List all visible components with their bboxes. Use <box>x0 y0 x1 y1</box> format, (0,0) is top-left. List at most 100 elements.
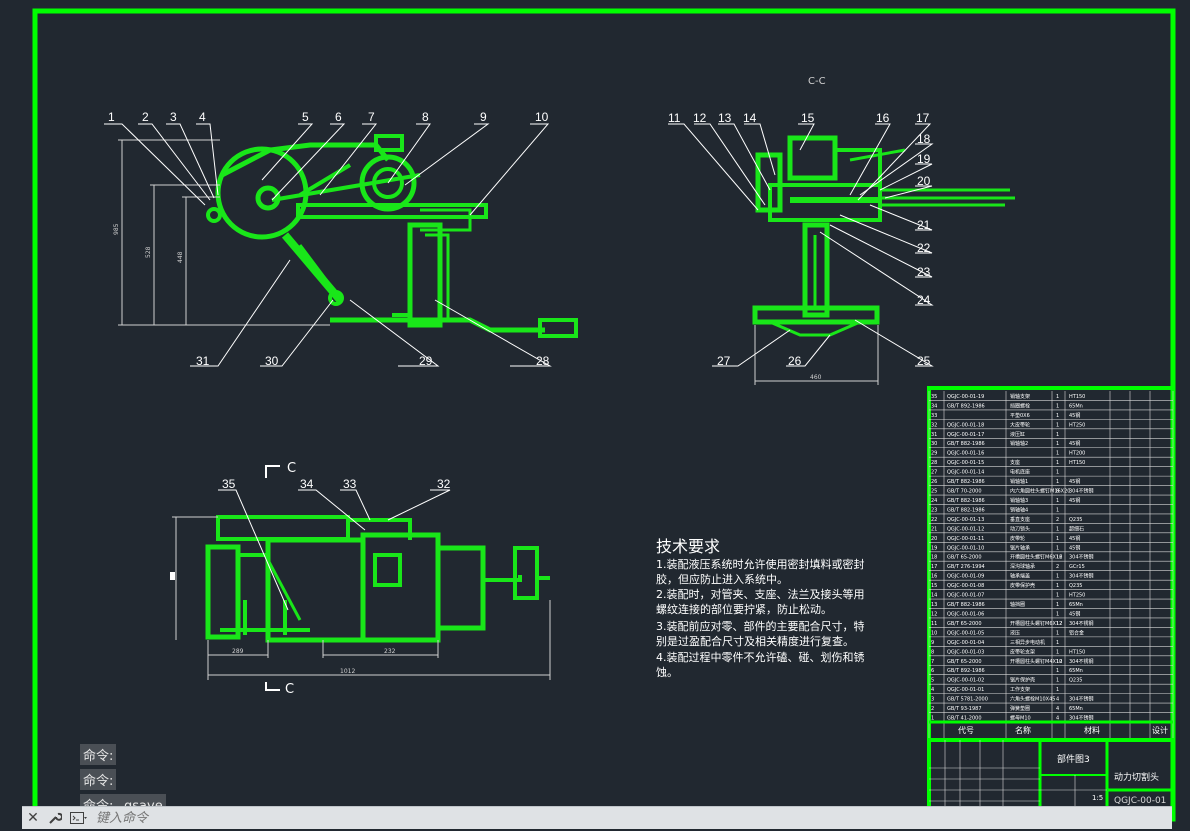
bom-cell: QGJC-00-01-07 <box>947 593 984 599</box>
callout: 27 <box>717 354 731 368</box>
callout: 10 <box>535 110 549 124</box>
bom-cell: 销轴轴1 <box>1010 478 1028 485</box>
bom-cell: GB/T 892-1986 <box>947 668 985 674</box>
bom-cell: QGJC-00-01-10 <box>947 545 984 551</box>
bom-cell: 1 <box>1056 413 1059 419</box>
bom-cell: 2 <box>931 706 934 712</box>
callout: 30 <box>265 354 279 368</box>
bom-cell: 铝合金 <box>1069 629 1084 636</box>
tech-items: 1.装配液压系统时允许使用密封填料或密封 胶，但应防止进入系统中。 2.装配时，… <box>656 557 865 679</box>
bom-cell: 65Mn <box>1069 706 1083 712</box>
wrench-icon[interactable] <box>44 807 66 829</box>
scale-value: 1:5 <box>1092 794 1103 802</box>
bom-cell: 304不锈钢 <box>1069 573 1094 580</box>
bom-cell: QGJC-00-01-06 <box>947 611 984 617</box>
bom-cell: HT250 <box>1069 593 1085 599</box>
bom-cell: 9 <box>931 640 934 646</box>
dim-448: 448 <box>177 251 184 263</box>
bom-cell: 轴挡圈 <box>1010 601 1025 608</box>
tech-line: 胶，但应防止进入系统中。 <box>656 572 788 586</box>
bom-cell: 10 <box>931 630 937 636</box>
bom-cell: QGJC-00-01-02 <box>947 678 984 684</box>
bom-cell: 8 <box>931 649 934 655</box>
side-leaders <box>668 123 934 367</box>
bom-cell: 1 <box>1056 602 1059 608</box>
callout: 5 <box>302 110 309 124</box>
part-drawing-label: 部件图3 <box>1057 753 1090 765</box>
bom-cell: 30 <box>931 441 937 447</box>
bom-cell: 15 <box>931 583 937 589</box>
bom-cell: 27 <box>931 470 937 476</box>
bom-cell: 35 <box>931 394 937 400</box>
bom-cell: 大皮带轮 <box>1010 421 1030 428</box>
callout: 14 <box>743 111 757 125</box>
command-history-line: 命令: <box>80 744 117 765</box>
callout: 23 <box>917 265 931 279</box>
tech-line: 别是过盈配合尺寸及相关精度进行复查。 <box>656 634 854 648</box>
bom-cell: GB/T 882-1986 <box>947 498 985 504</box>
bom-cell: HT200 <box>1069 451 1085 457</box>
callout: 34 <box>300 477 314 491</box>
bom-cell: QGJC-00-01-04 <box>947 640 984 646</box>
bom-cell: 304不锈钢 <box>1069 715 1094 722</box>
bom-cell: 28 <box>931 460 937 466</box>
bom-cell: 深沟球轴承 <box>1010 563 1035 570</box>
bom-cell: 25 <box>931 489 937 495</box>
bom-cell: 45钢 <box>1069 544 1080 551</box>
section-markers <box>265 465 280 691</box>
callout: 17 <box>916 111 930 125</box>
bom-cell: 开槽圆柱头螺钉M4X10 <box>1010 658 1062 665</box>
bom-cell: QGJC-00-01-17 <box>947 432 984 438</box>
bom-cell: 销轴轴2 <box>1010 440 1028 447</box>
bom-cell: 1 <box>1056 668 1059 674</box>
dim-289: 289 <box>232 648 244 655</box>
plan-leaders <box>218 489 451 611</box>
callout: 15 <box>801 111 815 125</box>
bom-cell: 1 <box>1056 403 1059 409</box>
bom-cell: 1 <box>1056 574 1059 580</box>
side-callouts: 11 12 13 14 15 16 17 18 19 20 21 22 23 2… <box>668 111 931 368</box>
side-dimension <box>754 325 879 385</box>
command-input[interactable] <box>94 809 998 827</box>
bom-cell: 6 <box>931 668 934 674</box>
callout: 12 <box>693 111 707 125</box>
callout: 4 <box>199 110 206 124</box>
callout: 6 <box>335 110 342 124</box>
drawing-number: QGJC-00-01 <box>1114 796 1166 806</box>
bom-cell: GCr15 <box>1069 564 1085 570</box>
bom-cell: 11 <box>931 621 937 627</box>
bom-cell: 304不锈钢 <box>1069 554 1094 561</box>
drawing-name: 动力切割头 <box>1114 771 1159 783</box>
bom-cell: 26 <box>931 479 937 485</box>
command-history-line: 命令: <box>80 769 117 790</box>
callout: 20 <box>917 174 931 188</box>
close-icon[interactable]: ✕ <box>27 810 39 826</box>
plan-callouts: 35 34 33 32 <box>222 477 451 491</box>
bom-cell: 3 <box>931 697 934 703</box>
bom-cell: 1 <box>1056 678 1059 684</box>
bom-cell: 1 <box>1056 526 1059 532</box>
bom-cell: GB/T 892-1986 <box>947 403 985 409</box>
bom-cell: Q235 <box>1069 517 1082 523</box>
bom-cell: 液压 <box>1010 629 1020 636</box>
bom-cell: GB/T 882-1986 <box>947 479 985 485</box>
bom-cell: 45钢 <box>1069 478 1080 485</box>
bom-cell: 皮带保护壳 <box>1010 582 1035 589</box>
bom-cell: 内六角圆柱头螺钉M16X20 <box>1010 488 1070 495</box>
bom-cell: 4 <box>1056 697 1059 703</box>
bom-cell: GB/T 65-2000 <box>947 555 982 561</box>
bom-cell: 六角头螺栓M10X45 <box>1010 696 1055 703</box>
bom-cell: 33 <box>931 413 937 419</box>
side-view <box>752 135 1015 337</box>
bom-cell: 销轴轴3 <box>1010 497 1028 504</box>
tech-line: 2.装配时，对管夹、支座、法兰及接头等用 <box>656 587 865 601</box>
command-prompt-icon[interactable] <box>70 812 88 824</box>
bom-cell: GB/T 70-2000 <box>947 489 982 495</box>
grip-marker[interactable] <box>170 572 175 580</box>
bom-cell: 超细石 <box>1069 525 1084 532</box>
bom-cell: 1 <box>1056 422 1059 428</box>
section-marker-top: C <box>287 461 296 476</box>
bom-cell: 1 <box>1056 451 1059 457</box>
